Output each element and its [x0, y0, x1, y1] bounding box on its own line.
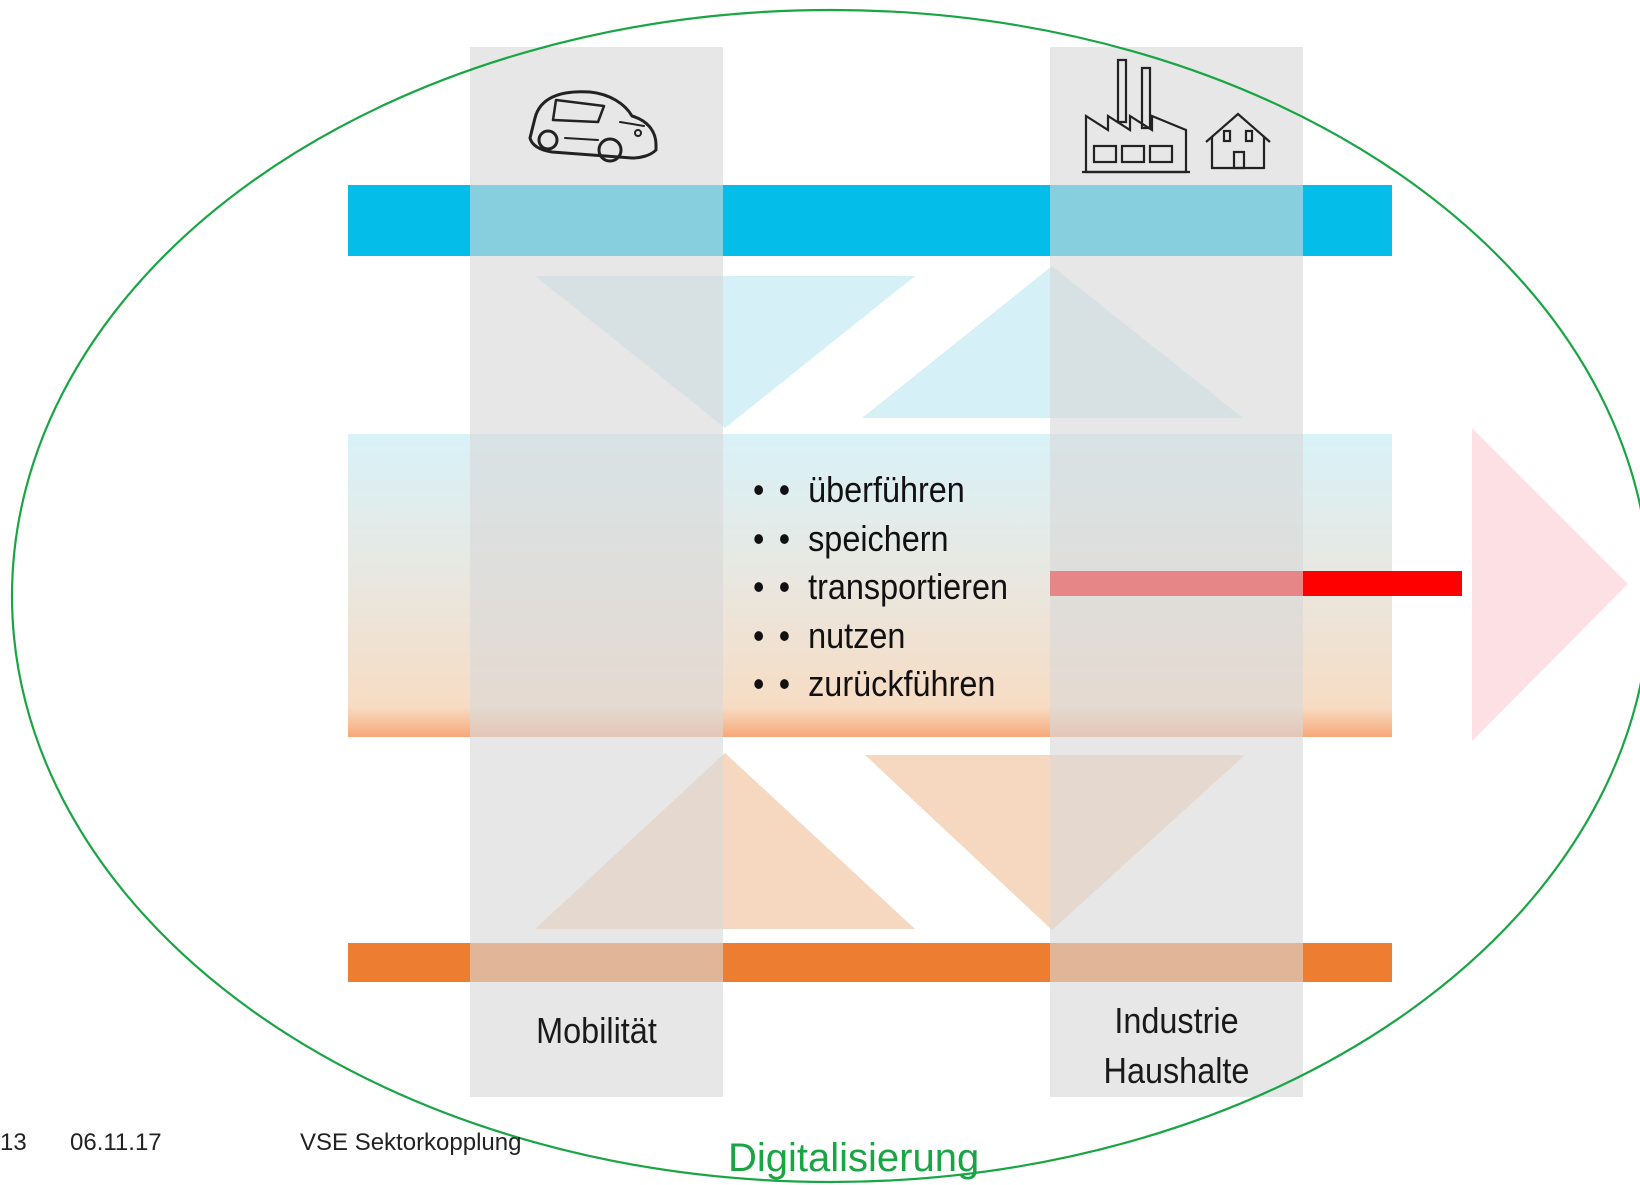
process-step: • überführen	[753, 466, 1008, 515]
mobility-label: Mobilität	[536, 1010, 657, 1051]
footer-title: VSE Sektorkopplung	[300, 1129, 522, 1156]
process-step: • zurückführen	[753, 660, 1008, 709]
process-step: • nutzen	[753, 612, 1008, 661]
digitalization-ellipse	[11, 9, 1640, 1183]
factory-icon	[1082, 58, 1190, 174]
industry-households-label: Industrie Haushalte	[1063, 996, 1291, 1096]
arrow-head	[1472, 428, 1628, 741]
house-icon	[1205, 112, 1271, 170]
industry-column	[1050, 47, 1303, 1097]
mobility-column	[470, 47, 723, 1097]
households-label: Haushalte	[1103, 1050, 1250, 1091]
car-icon	[528, 90, 658, 163]
industry-label: Industrie	[1114, 1000, 1239, 1041]
process-steps-list: • überführen • speichern • transportiere…	[753, 466, 1008, 709]
digitalization-label: Digitalisierung	[728, 1136, 980, 1180]
process-step: • speichern	[753, 515, 1008, 564]
footer-date: 06.11.17	[70, 1129, 162, 1156]
process-step: • transportieren	[753, 563, 1008, 612]
footer-page-number: 13	[0, 1129, 27, 1156]
